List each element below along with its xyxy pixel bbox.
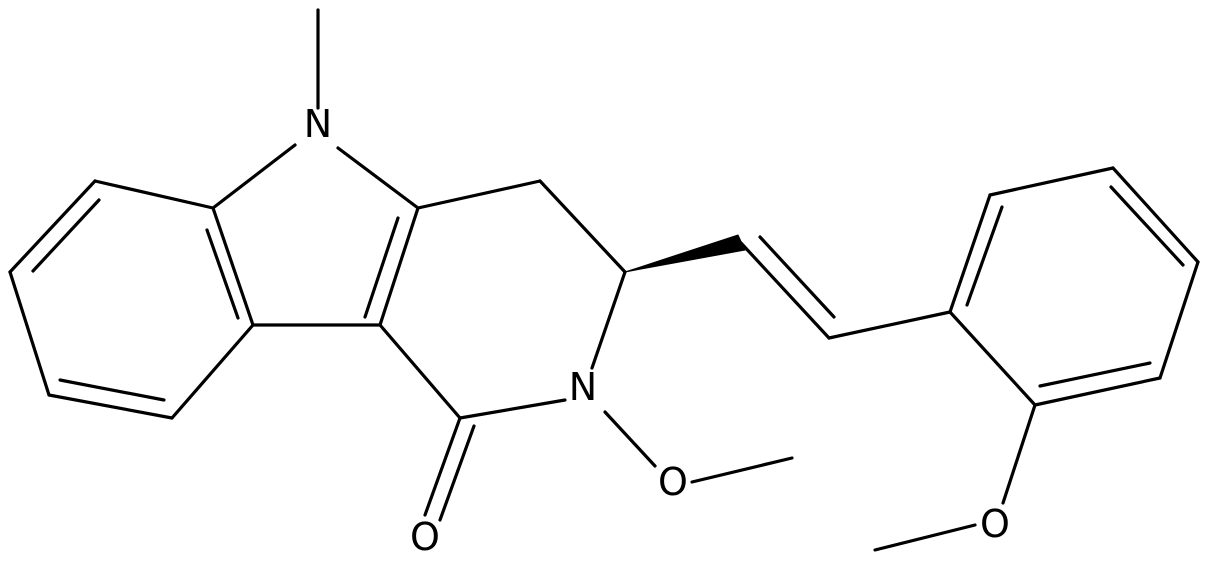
bond (211, 143, 297, 210)
wedge-bond (624, 234, 746, 273)
pyrrole-ring (211, 143, 420, 327)
bond-inner (1038, 361, 1152, 388)
bond (211, 206, 255, 327)
bond (170, 323, 255, 420)
bond (1158, 260, 1200, 380)
bond (378, 206, 420, 327)
bond-vinyl-2 (827, 310, 952, 340)
atom-label-o-arylmethoxy: O (980, 502, 1010, 546)
bond-vinyl-1-inner (758, 235, 836, 319)
bond-inner (965, 205, 1004, 307)
bond (8, 179, 97, 274)
bond-inner (31, 198, 101, 273)
atom-label-n-indole: N (304, 102, 332, 146)
bond (93, 179, 215, 210)
bond (8, 270, 51, 397)
bond (590, 270, 627, 370)
bond-inner (58, 378, 166, 402)
indole-benzene-ring (8, 179, 255, 420)
bond-vinyl-1 (739, 241, 831, 340)
bond (948, 193, 992, 314)
bond-inner (363, 216, 400, 319)
bond (378, 323, 462, 420)
bond-carbonyl (423, 416, 462, 517)
bond (1111, 166, 1200, 264)
bond (336, 146, 420, 210)
methoxyphenyl-ring (948, 166, 1200, 407)
bond (538, 179, 627, 274)
bond (458, 398, 567, 420)
bond-aryl-o (1001, 403, 1037, 505)
bond-carbonyl-inner (438, 424, 476, 522)
atom-label-o-carbonyl: O (410, 515, 440, 559)
bond-o-methyl (690, 456, 794, 484)
lactam-ring (378, 179, 627, 420)
bond-inner (1109, 185, 1185, 267)
bond (1033, 376, 1162, 407)
atom-label-o-nmethoxy: O (658, 460, 688, 504)
bond-inner (205, 228, 240, 320)
atom-label-n-amide: N (569, 365, 597, 409)
bond (47, 393, 174, 420)
bond-aryl-o-methyl (873, 523, 977, 552)
bond (948, 310, 1037, 407)
bond (988, 166, 1115, 197)
bond-n-o (603, 410, 657, 468)
bond (416, 179, 542, 210)
